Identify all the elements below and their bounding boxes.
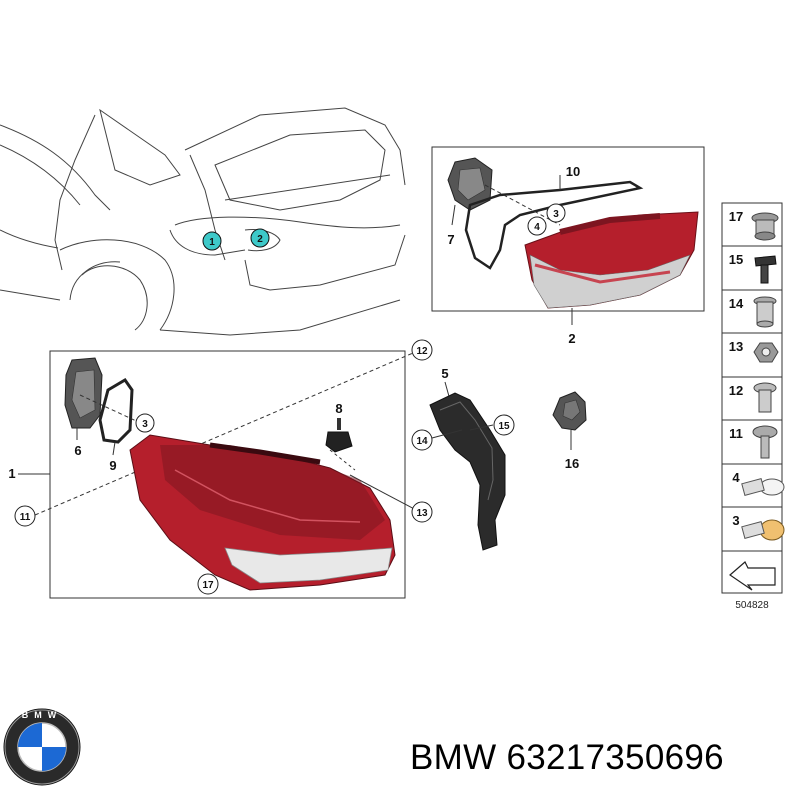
label-16: 16 bbox=[565, 456, 579, 471]
svg-text:11: 11 bbox=[729, 426, 743, 441]
outer-tail-lamp-1 bbox=[129, 434, 396, 591]
screw-15-icon bbox=[754, 255, 777, 284]
bulb-3-icon bbox=[741, 519, 785, 541]
part-number-caption: BMW 63217350696 bbox=[410, 738, 724, 777]
callout-12[interactable]: 12 bbox=[411, 339, 433, 361]
callout-17[interactable]: 17 bbox=[197, 573, 219, 595]
screw-11-icon bbox=[752, 425, 778, 459]
fastener-legend: 17 15 14 13 12 11 4 3 bbox=[721, 202, 785, 594]
svg-text:15: 15 bbox=[498, 421, 510, 432]
inner-tail-lamp-2 bbox=[524, 211, 699, 309]
svg-text:15: 15 bbox=[729, 252, 743, 267]
grommet-16 bbox=[552, 391, 587, 450]
reference-number: 504828 bbox=[735, 600, 769, 611]
svg-text:4: 4 bbox=[534, 222, 540, 233]
car-marker-1[interactable]: 1 bbox=[202, 231, 222, 251]
svg-text:17: 17 bbox=[202, 580, 214, 591]
car-rear-outline bbox=[0, 107, 406, 336]
clip-17-icon bbox=[751, 212, 779, 241]
gasket-9 bbox=[98, 378, 134, 444]
orientation-arrow-icon bbox=[729, 561, 776, 591]
svg-text:14: 14 bbox=[729, 296, 744, 311]
callout-3-outer[interactable]: 3 bbox=[135, 413, 155, 433]
svg-text:3: 3 bbox=[553, 209, 559, 220]
svg-text:1: 1 bbox=[209, 237, 215, 248]
svg-text:BMW: BMW bbox=[22, 710, 63, 720]
callout-3-inner[interactable]: 3 bbox=[546, 203, 566, 223]
bmw-logo: BMW bbox=[3, 708, 81, 786]
svg-text:2: 2 bbox=[257, 234, 263, 245]
svg-text:4: 4 bbox=[732, 470, 740, 485]
svg-text:13: 13 bbox=[416, 508, 428, 519]
svg-text:12: 12 bbox=[416, 346, 428, 357]
bracket-5 bbox=[429, 392, 506, 551]
nut-14-icon bbox=[753, 296, 777, 328]
label-8: 8 bbox=[335, 401, 342, 416]
callout-11[interactable]: 11 bbox=[14, 505, 36, 527]
label-2: 2 bbox=[568, 331, 575, 346]
svg-text:13: 13 bbox=[729, 339, 743, 354]
label-9: 9 bbox=[109, 458, 116, 473]
label-6: 6 bbox=[74, 443, 81, 458]
svg-text:11: 11 bbox=[20, 512, 31, 523]
bulb-4-icon bbox=[741, 478, 785, 496]
label-7: 7 bbox=[447, 232, 454, 247]
screw-12-icon bbox=[753, 382, 777, 413]
svg-text:3: 3 bbox=[142, 419, 148, 430]
callout-4-inner[interactable]: 4 bbox=[527, 216, 547, 236]
svg-text:14: 14 bbox=[416, 436, 428, 447]
label-1: 1 bbox=[8, 466, 15, 481]
car-marker-2[interactable]: 2 bbox=[250, 228, 270, 248]
callout-13[interactable]: 13 bbox=[411, 501, 433, 523]
svg-text:3: 3 bbox=[732, 513, 739, 528]
hex-nut-13-icon bbox=[753, 342, 779, 363]
svg-text:12: 12 bbox=[729, 383, 743, 398]
label-5: 5 bbox=[441, 366, 448, 381]
label-10: 10 bbox=[566, 164, 580, 179]
bulb-socket-6 bbox=[64, 357, 103, 440]
callout-15[interactable]: 15 bbox=[493, 414, 515, 436]
inner-lamp-frame bbox=[431, 146, 705, 312]
bulb-socket-8 bbox=[325, 418, 353, 453]
svg-text:17: 17 bbox=[729, 209, 743, 224]
callout-14[interactable]: 14 bbox=[411, 429, 433, 451]
bulb-socket-7 bbox=[447, 157, 493, 226]
